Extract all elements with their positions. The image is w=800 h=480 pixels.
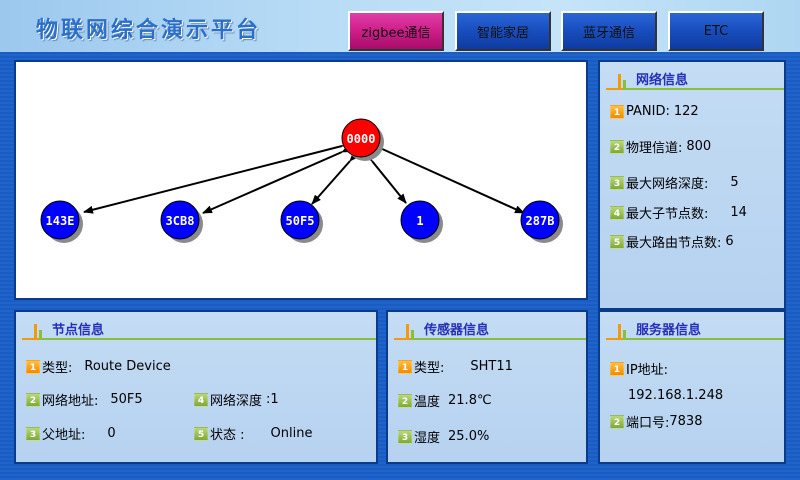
server-ip-value: 192.168.1.248	[628, 388, 724, 403]
max-routers-value: 6	[725, 234, 734, 249]
network-info-header: 网络信息	[600, 68, 784, 90]
node-143e[interactable]: 143E	[40, 200, 83, 243]
tab-bluetooth[interactable]: 蓝牙通信	[561, 11, 657, 51]
node-status-value: Online	[270, 426, 313, 441]
tab-etc[interactable]: ETC	[668, 11, 764, 51]
topology-graph: 0000 143E 3CB8 50F5 1 287B	[40, 118, 563, 243]
header-bar: 物联网综合演示平台 zigbee通信 智能家居 蓝牙通信 ETC	[0, 0, 800, 52]
number-badge-icon: 1	[610, 104, 624, 119]
number-badge-icon: 3	[610, 175, 624, 190]
sensor-type-value: SHT11	[470, 359, 513, 374]
node-address-label: 网络地址:	[42, 394, 99, 409]
node-3cb8[interactable]: 3CB8	[160, 200, 203, 243]
number-badge-icon: 2	[610, 139, 624, 154]
panel-title: 传感器信息	[424, 323, 490, 338]
node-label: 143E	[46, 214, 75, 228]
sensor-type-row: 1 类型: SHT11	[398, 357, 513, 376]
server-port-value: 7838	[669, 414, 703, 429]
server-port-row: 2 端口号: 7838	[610, 412, 702, 431]
node-address-row: 2 网络地址: 50F5	[26, 390, 143, 409]
max-children-row: 4 最大子节点数: 14	[610, 203, 747, 222]
number-badge-icon: 1	[398, 359, 412, 374]
number-badge-icon: 3	[26, 426, 40, 441]
node-depth-value: :1	[266, 392, 279, 407]
number-badge-icon: 4	[610, 205, 624, 220]
panid-value: 122	[673, 104, 699, 119]
max-routers-label: 最大路由节点数:	[626, 236, 722, 251]
panid-row: 1 PANID: 122	[610, 104, 699, 119]
number-badge-icon: 2	[26, 392, 40, 407]
node-status-row: 5 状态 : Online	[194, 424, 312, 443]
number-badge-icon: 2	[610, 414, 624, 429]
number-badge-icon: 3	[398, 429, 412, 444]
coordinator-label: 0000	[347, 132, 376, 146]
node-depth-row: 4 网络深度 :1	[194, 390, 279, 409]
node-1[interactable]: 1	[400, 200, 443, 243]
channel-label: 物理信道:	[626, 141, 683, 156]
temperature-label: 温度	[414, 395, 441, 410]
node-status-label: 状态 :	[210, 428, 245, 443]
number-badge-icon: 1	[610, 361, 624, 376]
panel-title: 服务器信息	[636, 323, 702, 338]
server-port-label: 端口号:	[626, 416, 670, 431]
humidity-value: 25.0%	[448, 429, 490, 444]
node-type-row: 1 类型: Route Device	[26, 357, 171, 376]
panel-title: 网络信息	[636, 73, 689, 88]
server-info-panel: 服务器信息 1 IP地址: 192.168.1.248 2 端口号: 7838	[598, 310, 786, 464]
node-info-header: 节点信息	[16, 318, 376, 340]
node-label: 1	[416, 214, 423, 228]
humidity-label: 湿度	[414, 431, 441, 446]
max-routers-row: 5 最大路由节点数: 6	[610, 232, 734, 251]
panid-label: PANID:	[626, 104, 670, 119]
network-info-panel: 网络信息 1 PANID: 122 2 物理信道: 800 3 最大网络深度: …	[598, 60, 786, 310]
topology-edges	[83, 139, 525, 214]
number-badge-icon: 2	[398, 393, 412, 408]
topology-canvas: 0000 143E 3CB8 50F5 1 287B	[14, 60, 588, 300]
sensor-info-panel: 传感器信息 1 类型: SHT11 2 温度 21.8℃ 3 湿度 25.0%	[386, 310, 588, 464]
tab-smart-home[interactable]: 智能家居	[455, 11, 551, 51]
coordinator-node[interactable]: 0000	[341, 118, 384, 161]
node-label: 3CB8	[166, 214, 195, 228]
number-badge-icon: 1	[26, 359, 40, 374]
tab-etc-label: ETC	[703, 23, 729, 39]
parent-address-row: 3 父地址: 0	[26, 424, 116, 443]
tab-zigbee[interactable]: zigbee通信	[348, 11, 444, 51]
node-50f5[interactable]: 50F5	[280, 200, 323, 243]
temperature-row: 2 温度 21.8℃	[398, 391, 492, 410]
app-title: 物联网综合演示平台	[36, 18, 262, 43]
parent-address-label: 父地址:	[42, 428, 86, 443]
channel-row: 2 物理信道: 800	[610, 137, 711, 156]
tab-smart-home-label: 智能家居	[476, 25, 529, 41]
number-badge-icon: 5	[610, 234, 624, 249]
humidity-row: 3 湿度 25.0%	[398, 427, 489, 446]
max-depth-row: 3 最大网络深度: 5	[610, 173, 739, 192]
number-badge-icon: 4	[194, 392, 208, 407]
node-info-panel: 节点信息 1 类型: Route Device 2 网络地址: 50F5 4 网…	[14, 310, 378, 464]
node-287b[interactable]: 287B	[520, 200, 563, 243]
server-ip-value-row: 192.168.1.248	[628, 388, 723, 403]
sensor-info-header: 传感器信息	[388, 318, 586, 340]
server-ip-label: IP地址:	[626, 363, 669, 378]
node-type-label: 类型:	[42, 361, 73, 376]
parent-address-value: 0	[107, 426, 116, 441]
sensor-type-label: 类型:	[414, 361, 445, 376]
panel-title: 节点信息	[52, 323, 105, 338]
max-children-value: 14	[730, 205, 747, 220]
channel-value: 800	[686, 139, 712, 154]
server-info-header: 服务器信息	[600, 318, 784, 340]
tab-zigbee-label: zigbee通信	[361, 25, 431, 41]
tab-bluetooth-label: 蓝牙通信	[582, 25, 635, 41]
max-children-label: 最大子节点数:	[626, 207, 709, 222]
max-depth-value: 5	[730, 175, 739, 190]
node-depth-label: 网络深度	[210, 394, 263, 409]
node-label: 287B	[526, 214, 555, 228]
server-ip-row: 1 IP地址:	[610, 359, 668, 378]
node-type-value: Route Device	[84, 359, 171, 374]
node-address-value: 50F5	[110, 392, 143, 407]
max-depth-label: 最大网络深度:	[626, 177, 709, 192]
node-label: 50F5	[286, 214, 315, 228]
temperature-value: 21.8℃	[448, 393, 492, 408]
number-badge-icon: 5	[194, 426, 208, 441]
